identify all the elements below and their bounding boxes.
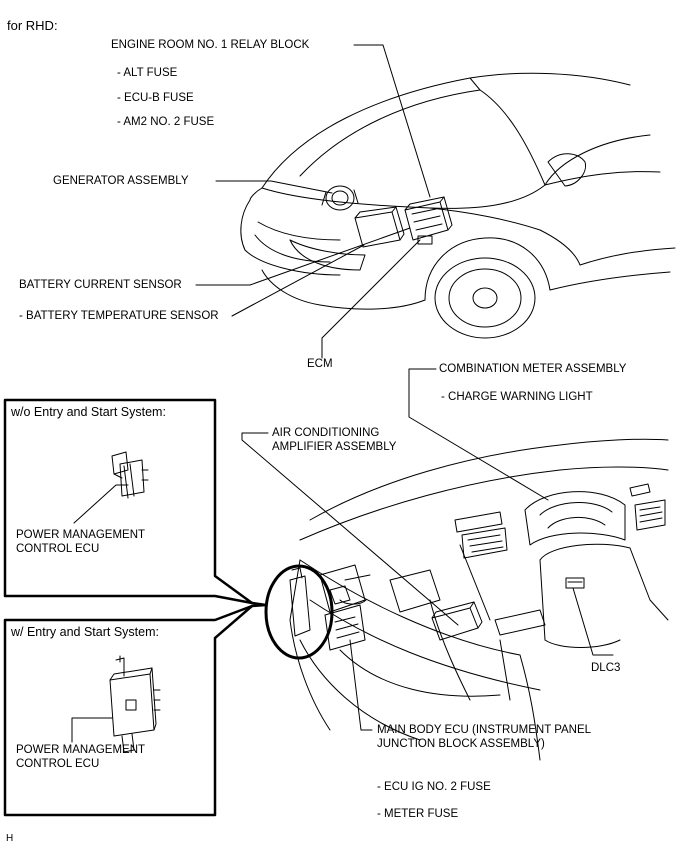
main-body-ecu-label-2: JUNCTION BLOCK ASSEMBLY) bbox=[377, 738, 545, 750]
battery-temp-label: - BATTERY TEMPERATURE SENSOR bbox=[19, 310, 219, 322]
battery-sensor-label: BATTERY CURRENT SENSOR bbox=[19, 279, 182, 291]
inset-top-title: w/o Entry and Start System: bbox=[11, 405, 166, 419]
pmc-ecu-inset-top bbox=[111, 451, 149, 499]
ecub-fuse-label: - ECU-B FUSE bbox=[117, 92, 194, 104]
am2-fuse-label: - AM2 NO. 2 FUSE bbox=[117, 116, 215, 128]
ac-amp-label-2: AMPLIFIER ASSEMBLY bbox=[272, 441, 397, 453]
pmc-ecu-inset-bottom bbox=[109, 655, 161, 753]
combo-meter-label: COMBINATION METER ASSEMBLY bbox=[439, 363, 627, 375]
ecu-ig-fuse-label: - ECU IG NO. 2 FUSE bbox=[377, 781, 491, 793]
ecm-label: ECM bbox=[307, 358, 333, 370]
dashboard-illustration bbox=[289, 438, 669, 761]
ac-amp-label-1: AIR CONDITIONING bbox=[272, 427, 380, 439]
relay-block-label: ENGINE ROOM NO. 1 RELAY BLOCK bbox=[111, 39, 310, 51]
inset-top-ecu-label-1: POWER MANAGEMENT bbox=[16, 529, 146, 541]
inset-bottom-ecu-label-2: CONTROL ECU bbox=[16, 758, 100, 770]
alt-fuse-label: - ALT FUSE bbox=[117, 67, 178, 79]
meter-fuse-label: - METER FUSE bbox=[377, 808, 459, 820]
main-body-ecu-label-1: MAIN BODY ECU (INSTRUMENT PANEL bbox=[377, 724, 592, 736]
figure-code: H bbox=[6, 833, 14, 844]
inset-bottom-title: w/ Entry and Start System: bbox=[11, 625, 159, 639]
generator-label: GENERATOR ASSEMBLY bbox=[53, 175, 189, 187]
inset-top-ecu-label-2: CONTROL ECU bbox=[16, 543, 100, 555]
inset-bottom-ecu-label-1: POWER MANAGEMENT bbox=[16, 744, 146, 756]
car-illustration bbox=[240, 72, 676, 339]
variant-label: for RHD: bbox=[7, 18, 58, 33]
dlc3-label: DLC3 bbox=[591, 662, 621, 674]
charge-light-label: - CHARGE WARNING LIGHT bbox=[441, 391, 593, 403]
